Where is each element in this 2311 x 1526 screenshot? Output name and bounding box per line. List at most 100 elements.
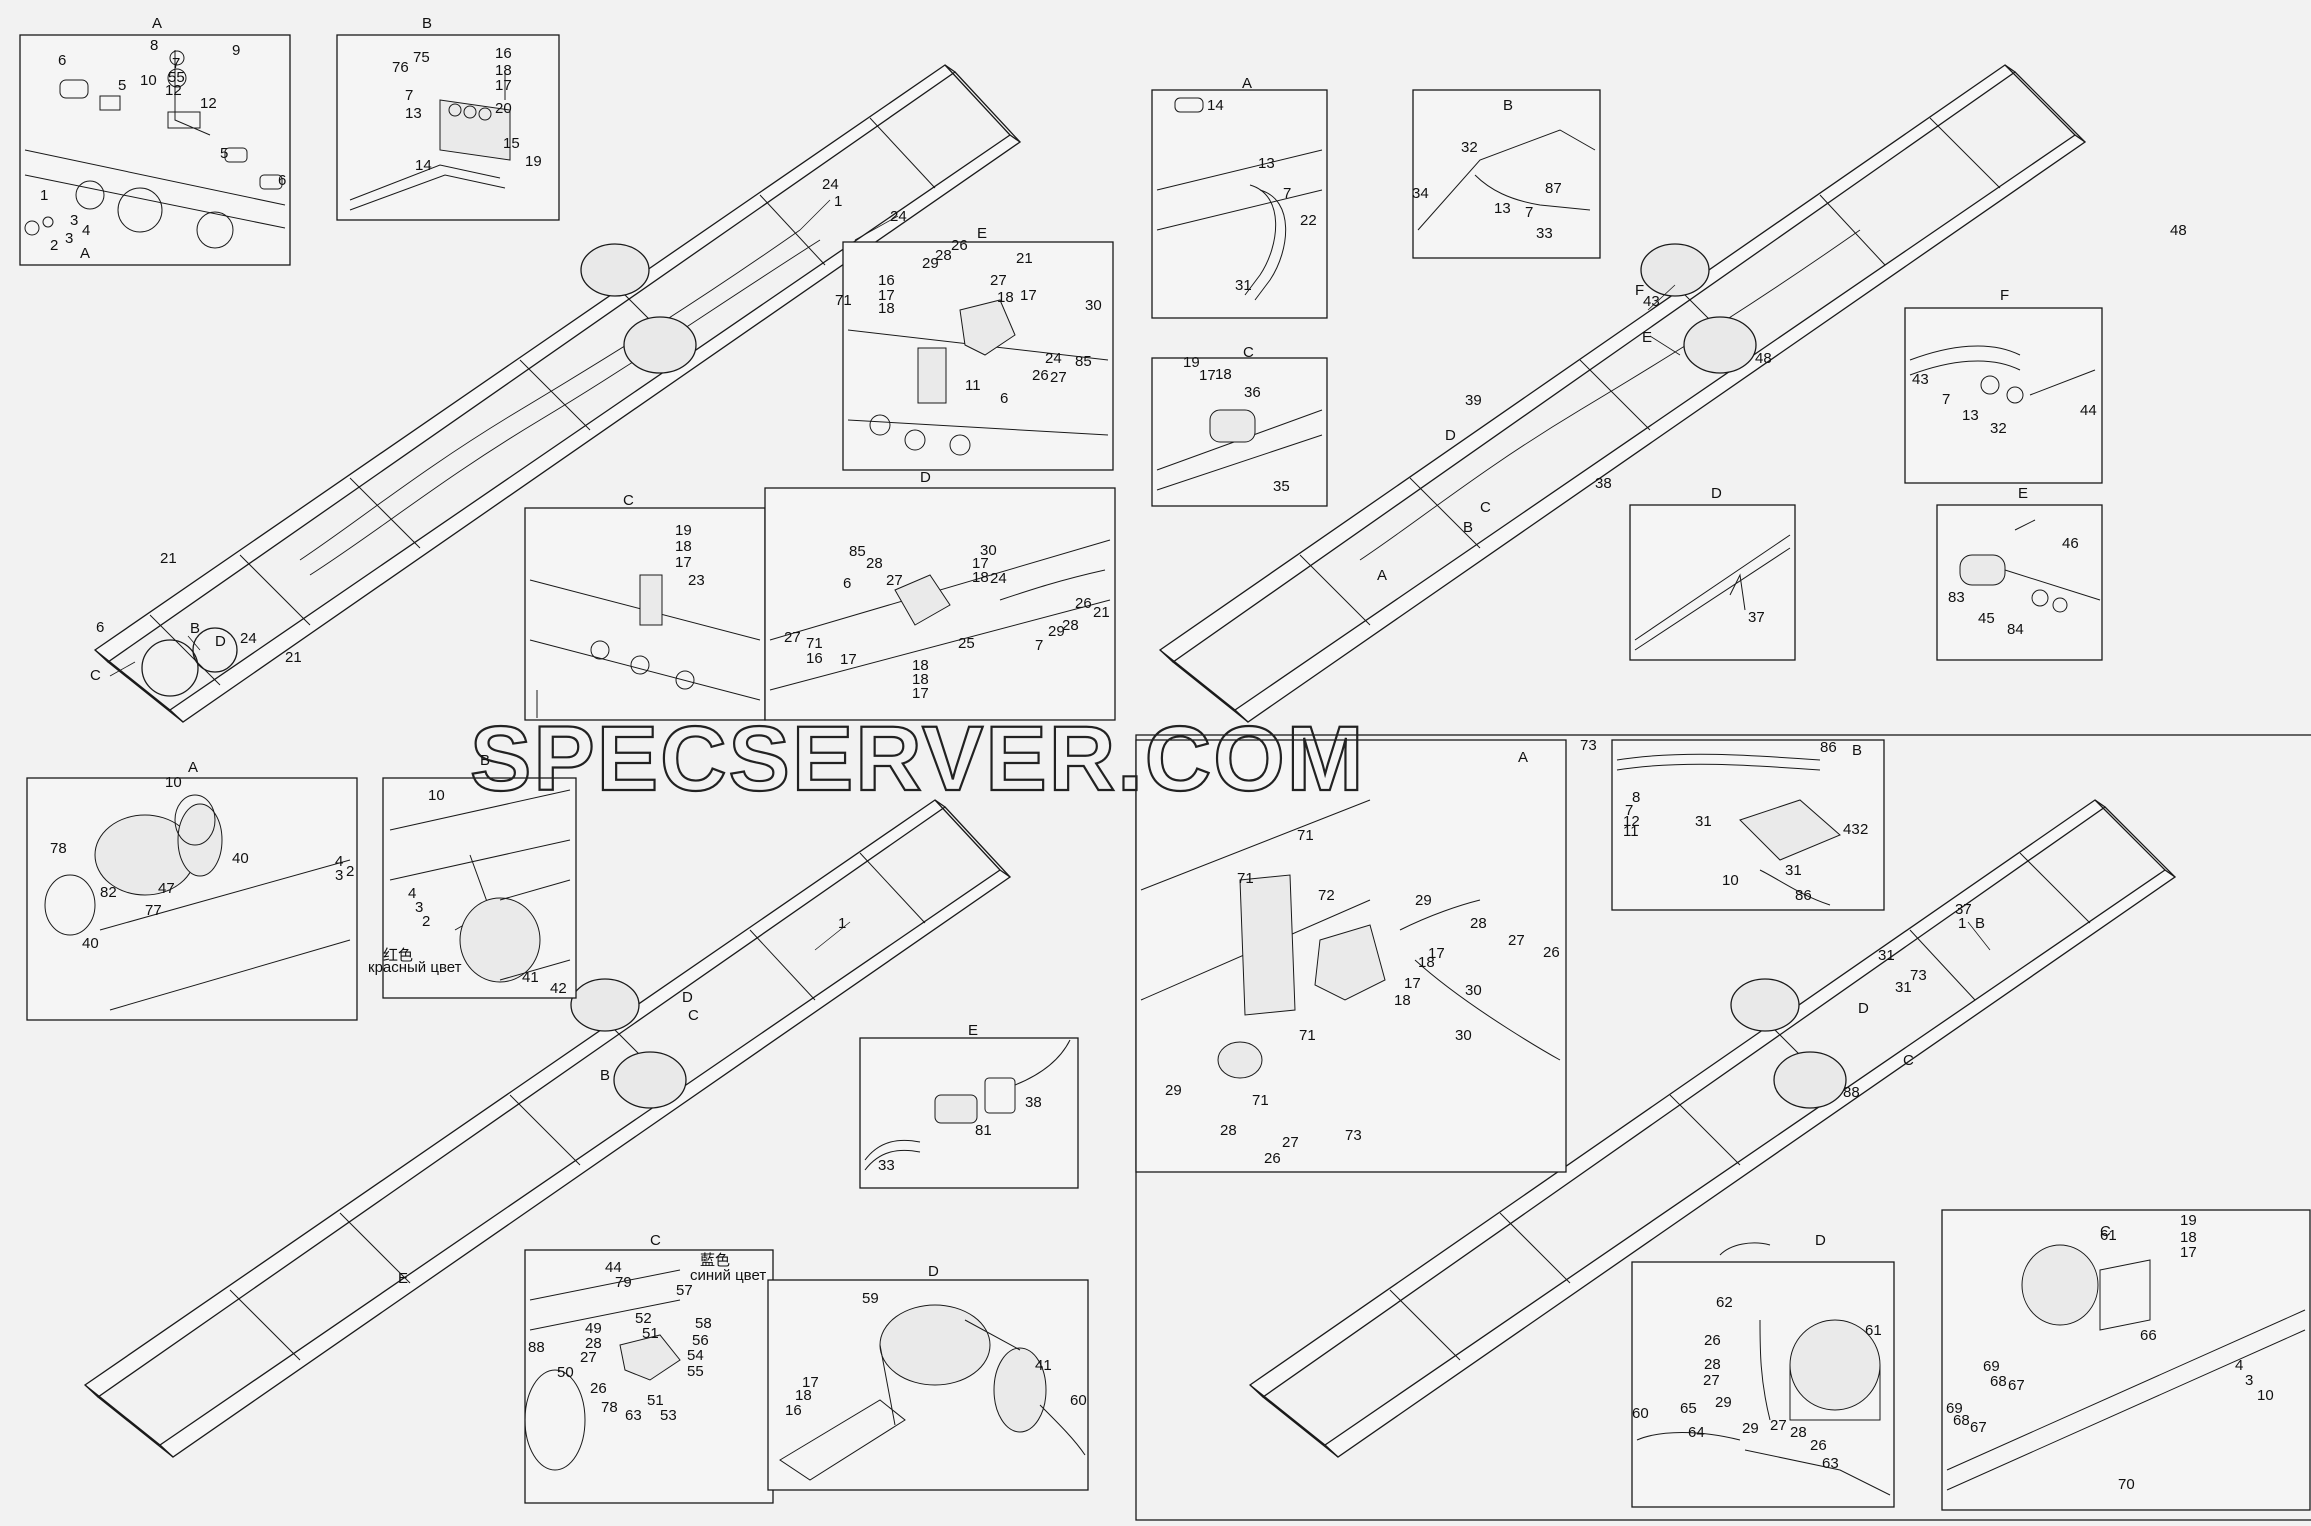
leader-line-2 [1647, 284, 1676, 311]
callout-br_c-11: 4 [2235, 1357, 2243, 1374]
callout-tl_e-9: 18 [997, 289, 1014, 306]
callout-br_b-11: 86 [1795, 887, 1812, 904]
inset-box-tr-f [1904, 307, 2103, 484]
callout-tr_b-3: 87 [1545, 180, 1562, 197]
callout-tl_e-4: 27 [990, 272, 1007, 289]
inset-title-mc_e: E [968, 1022, 978, 1039]
callout-tl_e-0: 26 [951, 237, 968, 254]
callout-tr_f-4: 44 [2080, 402, 2097, 419]
callout-tr_e-2: 45 [1978, 610, 1995, 627]
callout-tl_b-10: 19 [525, 153, 542, 170]
frame-callout-br-5: 31 [1895, 979, 1912, 996]
callout-mc_e-0: 38 [1025, 1094, 1042, 1111]
callout-tl_b-4: 16 [495, 45, 512, 62]
callout-tr_b-5: 33 [1536, 225, 1553, 242]
callout-br_b-6: 31 [1695, 813, 1712, 830]
callout-br_a-17: 27 [1282, 1134, 1299, 1151]
callout-tl_d-12: 29 [1048, 623, 1065, 640]
callout-br_b-2: 8 [1632, 789, 1640, 806]
callout-br_c-12: 3 [2245, 1372, 2253, 1389]
inset-title-br_d: D [1815, 1232, 1826, 1249]
callout-bl_c-10: 54 [687, 1347, 704, 1364]
callout-ml_b-1: 4 [408, 885, 416, 902]
callout-bl_d-2: 60 [1070, 1392, 1087, 1409]
callout-br_a-1: 72 [1318, 887, 1335, 904]
frame-callout-tl-9: 21 [285, 649, 302, 666]
callout-bl_d-0: 59 [862, 1290, 879, 1307]
detail-tl-a [24, 50, 286, 249]
detail-bl-d [779, 1304, 1086, 1481]
callout-br_c-7: 67 [2008, 1377, 2025, 1394]
frame-callout-tr-2: 43 [1643, 293, 1660, 310]
callout-bl_d-1: 41 [1035, 1357, 1052, 1374]
callout-tl_d-8: 26 [1075, 595, 1092, 612]
frame-callout-tr-10: A [1377, 567, 1387, 584]
callout-br_a-18: 26 [1264, 1150, 1281, 1167]
callout-tr_e-1: 83 [1948, 589, 1965, 606]
callout-tl_e-3: 29 [922, 255, 939, 272]
callout-br_c-0: 61 [2100, 1227, 2117, 1244]
callout-br_c-13: 10 [2257, 1387, 2274, 1404]
callout-ml_b-0: 10 [428, 787, 445, 804]
callout-tr_f-0: 43 [1912, 371, 1929, 388]
callout-tl_b-9: 14 [415, 157, 432, 174]
callout-ml_a-8: 3 [335, 867, 343, 884]
callout-tl_a-2: 9 [232, 42, 240, 59]
leader-line-7 [109, 661, 136, 677]
callout-mc_e-2: 33 [878, 1157, 895, 1174]
callout-tl_d-11: 7 [1035, 637, 1043, 654]
callout-bl_c-16: 63 [625, 1407, 642, 1424]
frame-callout-bl-0: 1 [838, 915, 846, 932]
callout-tl_a-4: 55 [168, 69, 185, 86]
callout-bl_c-2: 57 [676, 1282, 693, 1299]
color-label-red-cn: 红色 [383, 947, 413, 964]
callout-tl_b-3: 13 [405, 105, 422, 122]
detail-tr-e [1959, 519, 2101, 613]
callout-br_a-10: 17 [1404, 975, 1421, 992]
callout-tl_a-1: 8 [150, 37, 158, 54]
frame-callout-br-6: D [1858, 1000, 1869, 1017]
callout-tr_e-0: 46 [2062, 535, 2079, 552]
frame-callout-br-2: 37 [1955, 901, 1972, 918]
frame-callout-tl-8: 24 [240, 630, 257, 647]
callout-tl_d-7: 24 [990, 570, 1007, 587]
inset-title-br_b: B [1852, 742, 1862, 759]
inset-title-tl_c: C [623, 492, 634, 509]
frame-callout-br-3: 31 [1878, 947, 1895, 964]
frame-callout-tr-4: 48 [1755, 350, 1772, 367]
callout-tr_b-4: 7 [1525, 204, 1533, 221]
callout-tl_d-6: 30 [980, 542, 997, 559]
detail-tl-d [769, 539, 1111, 691]
callout-tr_c-3: 36 [1244, 384, 1261, 401]
callout-tl_b-8: 15 [503, 135, 520, 152]
callout-tr_b-0: 32 [1461, 139, 1478, 156]
callout-br_d-11: 28 [1790, 1424, 1807, 1441]
inset-box-tr-a [1151, 89, 1328, 319]
callout-tr_c-4: 35 [1273, 478, 1290, 495]
frame-callout-tl-5: B [190, 620, 200, 637]
callout-tl_a-10: 6 [278, 172, 286, 189]
frame-callout-tr-6: D [1445, 427, 1456, 444]
detail-tr-a [1156, 97, 1323, 301]
callout-tl_e-8: 71 [835, 292, 852, 309]
frame-callout-br-8: 88 [1843, 1084, 1860, 1101]
inset-title-tl_b: B [422, 15, 432, 32]
inset-title-bottom-tl_a: A [80, 245, 90, 262]
callout-bl_c-9: 27 [580, 1349, 597, 1366]
callout-tr_d-0: 37 [1748, 609, 1765, 626]
callout-br_a-14: 29 [1165, 1082, 1182, 1099]
frame-callout-br-7: C [1903, 1052, 1914, 1069]
detail-tr-b [1417, 129, 1596, 231]
inset-title-tl_e: E [977, 225, 987, 242]
inset-title-br_c: C [2100, 1223, 2111, 1240]
color-label-red-ru: красный цвет [368, 959, 462, 976]
callout-br_c-1: 19 [2180, 1212, 2197, 1229]
callout-mc_e-1: 81 [975, 1122, 992, 1139]
callout-br_a-15: 71 [1252, 1092, 1269, 1109]
inset-title-tr_e: E [2018, 485, 2028, 502]
frame-callout-tr-8: C [1480, 499, 1491, 516]
callout-br_b-7: 43 [1843, 821, 1860, 838]
callout-br_b-1: 86 [1820, 739, 1837, 756]
callout-tl_e-2: 21 [1016, 250, 1033, 267]
